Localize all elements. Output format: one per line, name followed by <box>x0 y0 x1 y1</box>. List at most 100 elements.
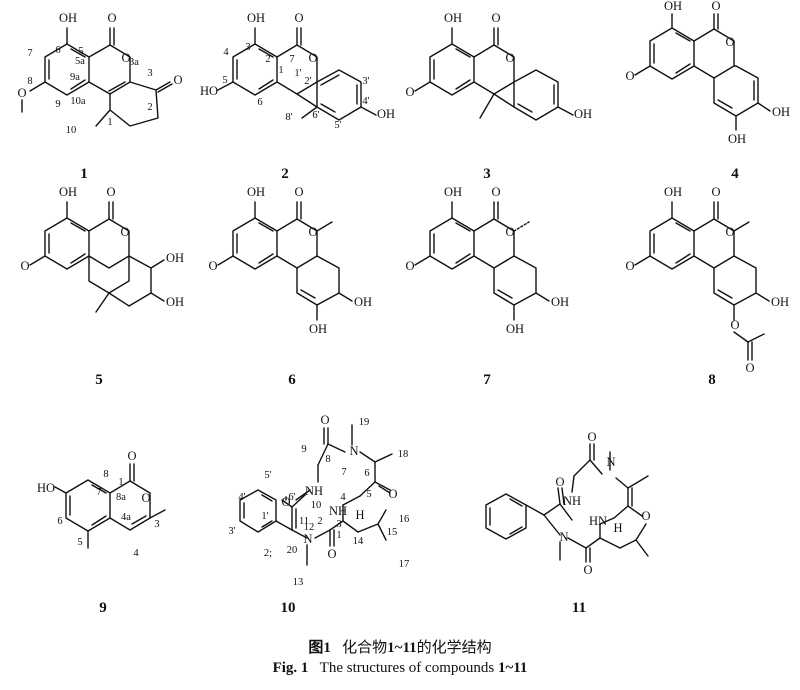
locant-7: 7 <box>341 467 346 478</box>
locant-3: 3 <box>245 42 250 53</box>
carbonyl-o-label: O <box>127 449 136 463</box>
locant-10a: 10a <box>70 96 86 107</box>
oh-label: OH <box>309 322 327 336</box>
structure-11 <box>485 443 649 563</box>
caption-english: Fig. 1 The structures of compounds 1~11 <box>0 660 800 677</box>
locant-2;: 2; <box>264 548 272 559</box>
oh-label: OH <box>574 107 592 121</box>
locant-19: 19 <box>359 417 370 428</box>
locant-5: 5 <box>78 46 83 57</box>
caption-en-text: The structures of compounds <box>319 660 498 676</box>
locant-8: 8 <box>325 454 330 465</box>
locant-5a: 5a <box>75 56 85 67</box>
caption-chinese: 图1 化合物1~11的化学结构 <box>0 636 800 657</box>
structure-3 <box>414 27 574 121</box>
nh-label: NH <box>563 494 581 508</box>
locant-6: 6 <box>57 516 62 527</box>
structure-10 <box>239 424 393 566</box>
compound-number-8: 8 <box>708 372 716 388</box>
compound-number-2: 2 <box>281 166 289 182</box>
oh-label: OH <box>166 295 184 309</box>
oh-label: OH <box>551 295 569 309</box>
oh-label: OH <box>728 132 746 146</box>
oh-label: OH <box>166 251 184 265</box>
atom-labels: OH O O O O OH O OH O OH OH O O O OH OH O O O OH OH OH O O O OH OH O… <box>17 0 790 588</box>
locant-4': 4' <box>362 96 369 107</box>
structure-6 <box>217 201 353 321</box>
caption-cn-suffix: 的化学结构 <box>416 640 492 656</box>
locant-14: 14 <box>353 536 364 547</box>
hn-label: HN <box>589 514 607 528</box>
compound-number-1: 1 <box>80 166 88 182</box>
carbonyl-o-label: O <box>294 185 303 199</box>
oh-label: OH <box>664 0 682 13</box>
compound-number-6: 6 <box>288 372 296 388</box>
ring-o-label: O <box>725 225 734 239</box>
locant-13: 13 <box>293 577 304 588</box>
locant-5': 5' <box>264 470 271 481</box>
structure-8 <box>634 201 770 361</box>
n-label: N <box>349 444 358 458</box>
caption-en-range: 1~11 <box>497 660 528 676</box>
carbonyl-o-label: O <box>327 547 336 561</box>
caption-cn-text: 化合物 <box>342 640 388 656</box>
structure-9 <box>54 463 166 549</box>
methoxy-o-label: O <box>208 259 217 273</box>
locant-5: 5 <box>366 489 371 500</box>
locant-18: 18 <box>398 449 409 460</box>
carbonyl-o-label: O <box>294 11 303 25</box>
locant-1': 1' <box>294 68 301 79</box>
oh-label: OH <box>354 295 372 309</box>
locant-5': 5' <box>334 120 341 131</box>
structure-7 <box>414 201 550 321</box>
n-label: N <box>303 532 312 546</box>
oh-label: OH <box>771 295 789 309</box>
ring-o-label: O <box>121 51 130 65</box>
caption-cn-prefix: 图1 <box>308 640 331 656</box>
compound-number-11: 11 <box>572 600 586 616</box>
keto-o-label: O <box>173 73 182 87</box>
compound-number-5: 5 <box>95 372 103 388</box>
locant-3: 3 <box>147 68 152 79</box>
locant-7: 7 <box>27 48 32 59</box>
acetyl-o-label: O <box>745 361 754 375</box>
locant-1: 1 <box>336 530 341 541</box>
oh-label: OH <box>59 185 77 199</box>
ring-o-label: O <box>141 491 150 505</box>
locant-8: 8 <box>103 469 108 480</box>
oh-label: OH <box>444 185 462 199</box>
locant-10: 10 <box>66 125 77 136</box>
n-label: N <box>559 530 568 544</box>
structure-2 <box>217 27 377 121</box>
methoxy-o-label: O <box>405 259 414 273</box>
locant-2: 2 <box>265 54 270 65</box>
locant-3: 3 <box>154 519 159 530</box>
structures-figure: OH O O O O OH O OH O OH OH O O O OH OH O O O OH OH OH O O O OH OH O… <box>17 0 790 616</box>
locant-7: 7 <box>96 487 101 498</box>
compound-number-3: 3 <box>483 166 491 182</box>
locant-11: 11 <box>299 516 309 527</box>
oh-label: OH <box>59 11 77 25</box>
structure-1 <box>21 27 173 127</box>
carbonyl-o-label: O <box>491 185 500 199</box>
locant-8': 8' <box>285 112 292 123</box>
locant-2: 2 <box>317 516 322 527</box>
locant-3a: 3a <box>129 57 139 68</box>
oh-label: OH <box>772 105 790 119</box>
locant-6': 6' <box>312 110 319 121</box>
ring-o-label: O <box>505 225 514 239</box>
locant-4: 4 <box>223 47 229 58</box>
locant-3: 3 <box>336 519 341 530</box>
compound-numbers: 1 2 3 4 5 6 7 8 9 10 11 <box>80 166 739 616</box>
carbonyl-o-label: O <box>711 0 720 13</box>
carbonyl-o-label: O <box>711 185 720 199</box>
locant-7: 7 <box>289 54 294 65</box>
locant-9: 9 <box>301 444 306 455</box>
compound-number-10: 10 <box>281 600 296 616</box>
ester-o-label: O <box>730 318 739 332</box>
locant-4: 4 <box>340 492 346 503</box>
locant-20: 20 <box>287 545 298 556</box>
oh-label: OH <box>664 185 682 199</box>
carbonyl-o-label: O <box>388 487 397 501</box>
